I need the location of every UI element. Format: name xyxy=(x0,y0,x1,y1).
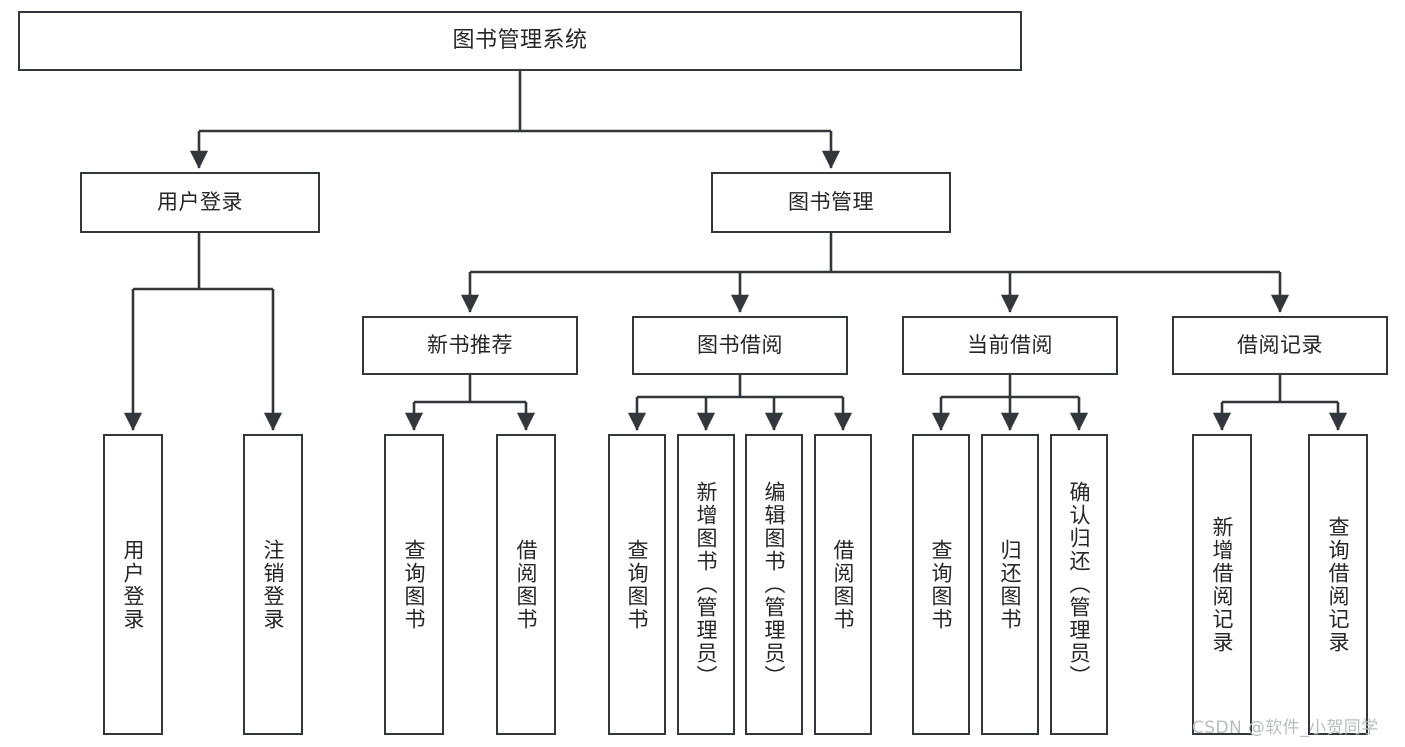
node-borrow-record[interactable]: 借阅记录 xyxy=(1172,316,1388,375)
node-leaf-edit-book-admin[interactable]: 编辑图书（管理员） xyxy=(745,434,803,735)
node-label: 借阅图书 xyxy=(831,538,856,631)
node-label: 查询图书 xyxy=(625,538,650,631)
node-label: 当前借阅 xyxy=(967,332,1053,357)
node-label: 新增图书（管理员） xyxy=(694,481,719,688)
node-user-login[interactable]: 用户登录 xyxy=(80,172,320,233)
node-label: 新增借阅记录 xyxy=(1210,515,1235,654)
node-label: 新书推荐 xyxy=(427,332,513,357)
node-leaf-logout[interactable]: 注销登录 xyxy=(243,434,303,735)
node-leaf-borrow-book-recommend[interactable]: 借阅图书 xyxy=(496,434,556,735)
node-label: 借阅记录 xyxy=(1237,332,1323,357)
node-label: 注销登录 xyxy=(261,538,286,631)
node-label: 用户登录 xyxy=(157,189,243,214)
node-label: 查询图书 xyxy=(929,538,954,631)
node-book-management[interactable]: 图书管理 xyxy=(711,172,951,233)
node-root-system[interactable]: 图书管理系统 xyxy=(18,11,1022,71)
node-leaf-add-book-admin[interactable]: 新增图书（管理员） xyxy=(677,434,735,735)
node-label: 查询图书 xyxy=(402,538,427,631)
node-label: 确认归还（管理员） xyxy=(1067,481,1092,688)
node-book-borrow[interactable]: 图书借阅 xyxy=(632,316,848,375)
node-label: 编辑图书（管理员） xyxy=(762,481,787,688)
node-leaf-query-book[interactable]: 查询图书 xyxy=(608,434,666,735)
node-current-borrow[interactable]: 当前借阅 xyxy=(902,316,1118,375)
node-leaf-borrow-book[interactable]: 借阅图书 xyxy=(814,434,872,735)
node-leaf-user-login[interactable]: 用户登录 xyxy=(103,434,163,735)
node-new-book-recommend[interactable]: 新书推荐 xyxy=(362,316,578,375)
node-leaf-query-book-recommend[interactable]: 查询图书 xyxy=(384,434,444,735)
node-leaf-query-book-current[interactable]: 查询图书 xyxy=(912,434,970,735)
node-label: 借阅图书 xyxy=(514,538,539,631)
node-label: 查询借阅记录 xyxy=(1326,515,1351,654)
node-leaf-query-borrow-record[interactable]: 查询借阅记录 xyxy=(1308,434,1368,735)
node-label: 归还图书 xyxy=(998,538,1023,631)
watermark: CSDN @软件_小贺同学 xyxy=(1192,718,1379,738)
node-leaf-add-borrow-record[interactable]: 新增借阅记录 xyxy=(1192,434,1252,735)
node-leaf-return-book[interactable]: 归还图书 xyxy=(981,434,1039,735)
node-label: 用户登录 xyxy=(121,538,146,631)
node-label: 图书管理系统 xyxy=(452,27,588,53)
node-leaf-confirm-return-admin[interactable]: 确认归还（管理员） xyxy=(1050,434,1108,735)
node-label: 图书管理 xyxy=(788,189,874,214)
node-label: 图书借阅 xyxy=(697,332,783,357)
